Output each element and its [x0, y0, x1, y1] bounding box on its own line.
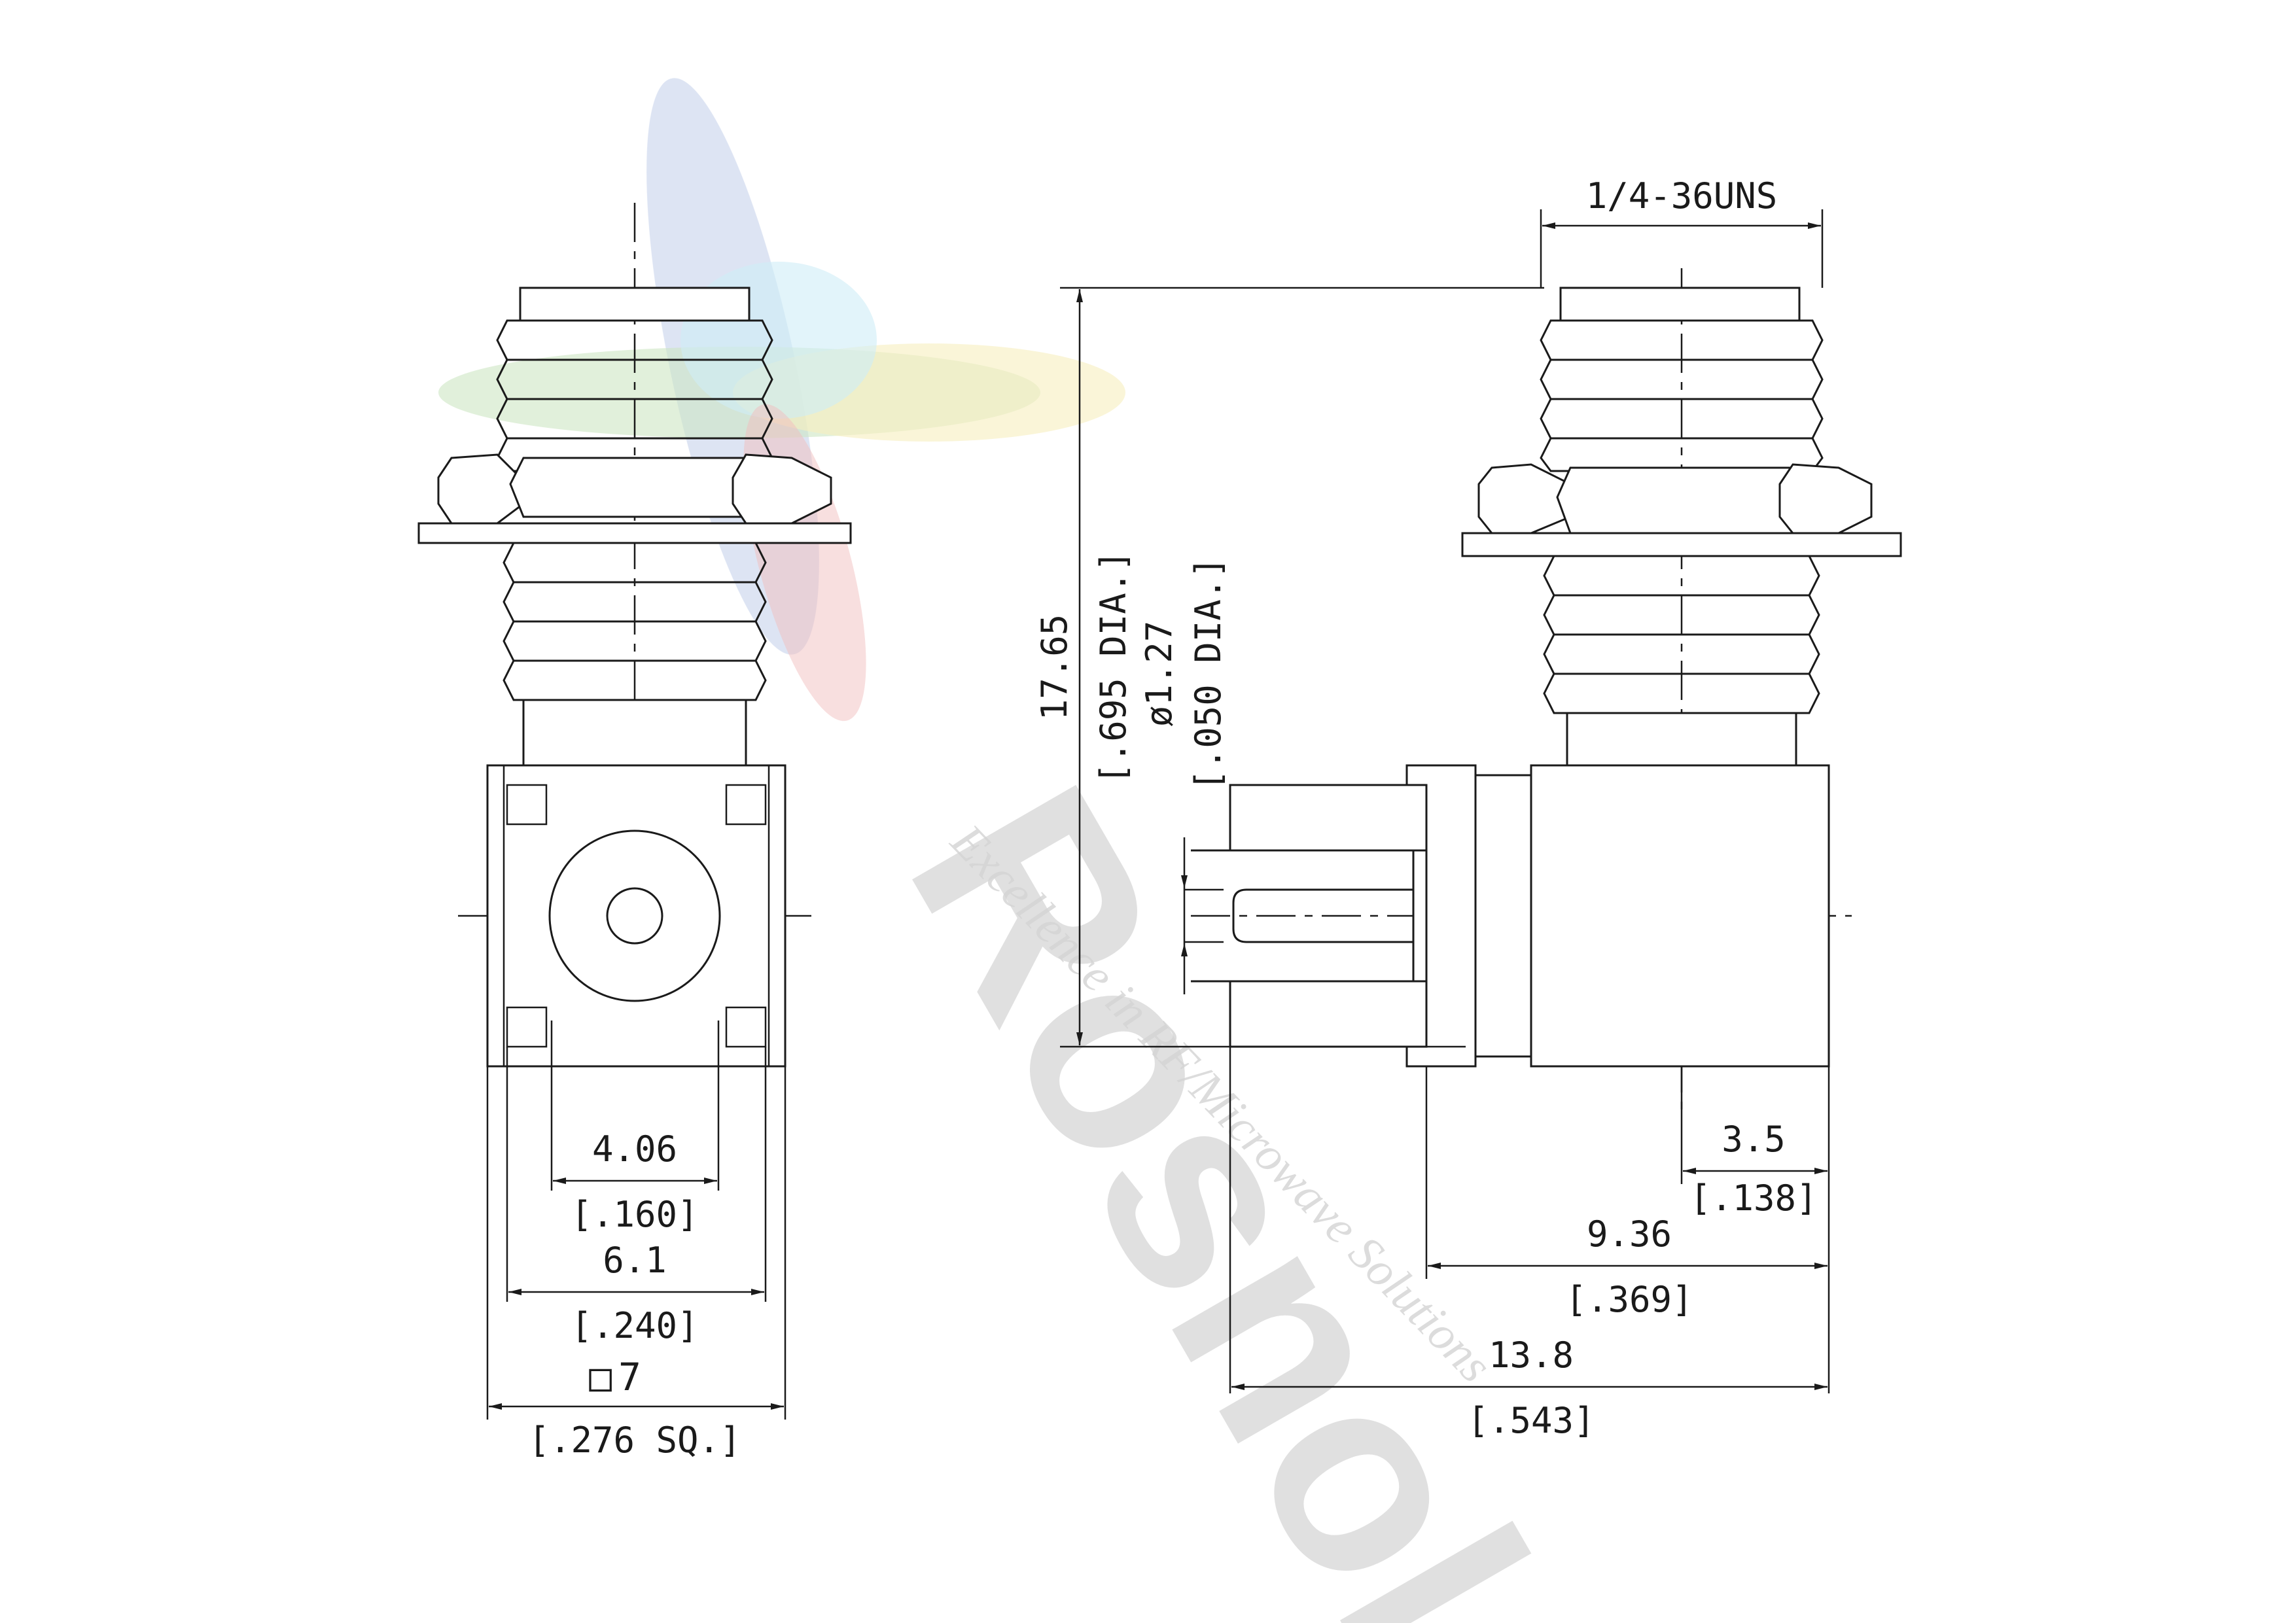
- dim-thread-spec: 1/4-36UNS: [1542, 175, 1821, 229]
- side-hex-nut: [1477, 463, 1873, 534]
- dim-overall-length-metric: 13.8: [1489, 1335, 1574, 1376]
- front-hex-nut: [437, 453, 832, 525]
- dim-body-square-metric: 7: [618, 1355, 641, 1399]
- dim-pin-spacing-metric: 4.06: [592, 1128, 677, 1170]
- front-lower-thread: [503, 542, 767, 767]
- dim-mount-length: 9.36 [.369]: [1428, 1213, 1828, 1320]
- dim-height: 17.65 [.695 DIA.]: [1034, 289, 1134, 1045]
- dim-overall-length: 13.8 [.543]: [1231, 1335, 1828, 1441]
- dim-mount-length-inch: [.369]: [1565, 1279, 1693, 1320]
- dim-center-offset-inch: [.138]: [1689, 1178, 1817, 1219]
- thread-spec-label: 1/4-36UNS: [1586, 175, 1778, 217]
- front-body-square: [486, 764, 786, 1068]
- dim-pin-dia: ø1.27 [.050 DIA.]: [1139, 557, 1229, 994]
- dim-pin-dia-metric: ø1.27: [1139, 621, 1180, 727]
- front-dielectric: [548, 829, 721, 1002]
- side-pin-outline: [1191, 849, 1426, 983]
- dim-pad-spacing: 6.1 [.240]: [508, 1240, 764, 1346]
- dim-height-inch: [.695 DIA.]: [1093, 550, 1134, 784]
- dim-center-offset-metric: 3.5: [1722, 1119, 1786, 1160]
- dim-height-metric: 17.65: [1034, 614, 1075, 721]
- dim-pin-spacing-inch: [.160]: [571, 1194, 698, 1235]
- side-view: 1/4-36UNS 17.65 [.695 DIA.] ø1.27 [.050 …: [1034, 175, 1902, 1441]
- front-view: 4.06 [.160] 6.1 [.240] □ 7 [.276 SQ.]: [417, 203, 852, 1461]
- side-flange: [1474, 774, 1532, 1058]
- dim-body-square-symbol: □: [589, 1355, 612, 1399]
- side-body: [1530, 764, 1830, 1068]
- front-washer: [417, 522, 852, 544]
- front-center-pin: [606, 887, 663, 945]
- side-center-pin: [1232, 888, 1413, 943]
- dim-pad-spacing-inch: [.240]: [571, 1305, 698, 1346]
- side-upper-thread: [1540, 287, 1824, 472]
- dim-overall-length-inch: [.543]: [1467, 1400, 1595, 1441]
- side-lower-thread: [1543, 555, 1820, 767]
- side-washer: [1461, 532, 1902, 557]
- dim-mount-length-metric: 9.36: [1587, 1213, 1672, 1255]
- dim-pin-spacing: 4.06 [.160]: [553, 1128, 717, 1235]
- dim-body-square: □ 7 [.276 SQ.]: [489, 1355, 784, 1461]
- dim-pad-spacing-metric: 6.1: [603, 1240, 667, 1281]
- dim-pin-dia-inch: [.050 DIA.]: [1188, 557, 1229, 791]
- dim-center-offset: 3.5 [.138]: [1683, 1119, 1828, 1219]
- dim-body-square-inch: [.276 SQ.]: [528, 1420, 741, 1461]
- front-upper-thread: [496, 287, 773, 472]
